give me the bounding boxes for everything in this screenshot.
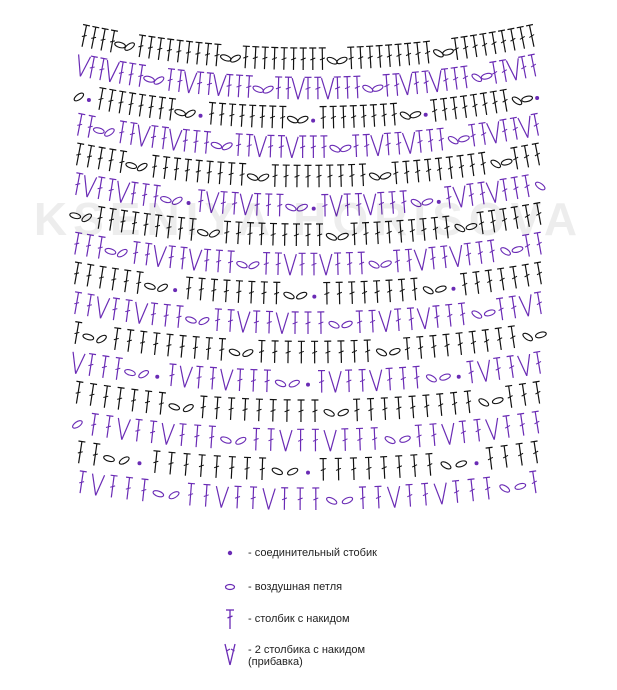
stitch-row: [74, 291, 543, 334]
slip-stitch-dot-icon: [227, 550, 233, 556]
stitch-row: [74, 261, 543, 305]
legend-label-line2: (прибавка): [248, 656, 303, 668]
stitch-row: [69, 201, 542, 246]
double-crochet-icon: [226, 609, 234, 629]
stitch-row: [74, 231, 542, 276]
stitch-row: [75, 172, 546, 217]
increase-v-icon: [224, 643, 236, 666]
stitch-row: [73, 86, 540, 129]
stitch-row: [77, 440, 539, 481]
stitch-row: [79, 470, 538, 510]
crochet-fan-chart: [69, 23, 547, 510]
stitch-row: [74, 321, 547, 364]
stitch-row: [78, 53, 537, 100]
legend-label-line1: - 2 столбика с накидом: [248, 644, 366, 656]
stitch-row: [77, 112, 539, 159]
stitch-row: [81, 23, 535, 70]
stitch-row: [72, 410, 540, 452]
legend-label: - соединительный стобик: [248, 547, 377, 559]
legend-item-increase: - 2 столбика с накидом (прибавка): [222, 640, 365, 668]
stitch-row: [75, 380, 541, 422]
legend-item-chain: - воздушная петля: [222, 574, 342, 600]
legend-label: - 2 столбика с накидом (прибавка): [248, 644, 365, 668]
legend-item-slip-stitch: - соединительный стобик: [222, 540, 377, 566]
stitch-row: [72, 350, 542, 393]
legend-label: - воздушная петля: [248, 581, 343, 593]
legend-item-double-crochet: - столбик с накидом: [222, 606, 350, 632]
stitch-row: [75, 142, 541, 188]
legend-label: - столбик с накидом: [248, 613, 350, 625]
chain-loop-icon: [224, 583, 236, 591]
